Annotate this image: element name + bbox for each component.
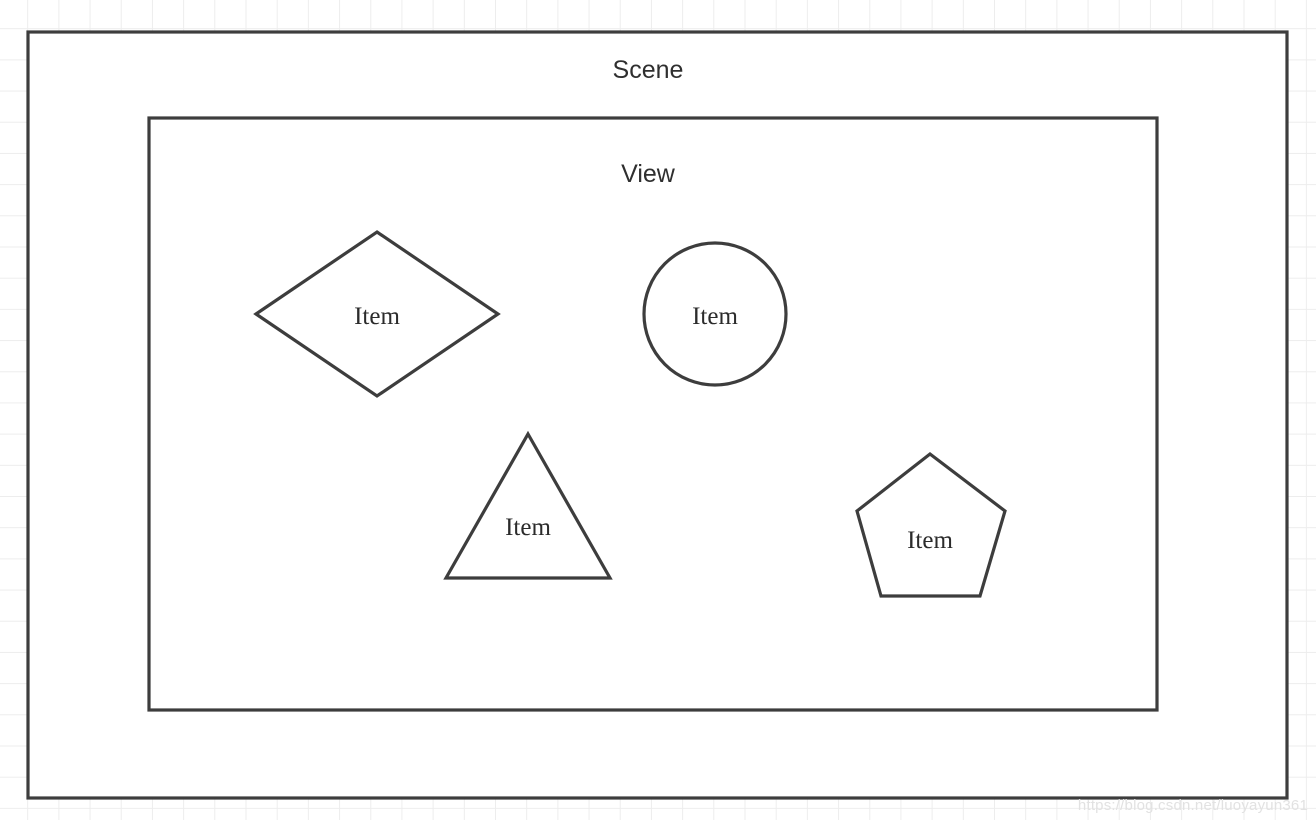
item-pentagon-label: Item [907,527,953,554]
item-diamond-shape[interactable] [253,230,501,398]
item-diamond-label: Item [354,303,400,330]
item-pentagon-shape[interactable] [855,451,1007,598]
item-circle-label: Item [692,303,738,330]
watermark: https://blog.csdn.net/luoyayun361 [1077,797,1308,814]
view-label: View [621,160,676,188]
scene-label: Scene [613,56,684,84]
item-triangle-shape[interactable] [443,430,613,580]
item-circle-shape[interactable] [642,241,788,387]
view-rectangle[interactable] [147,116,1159,712]
item-triangle-label: Item [505,514,551,541]
